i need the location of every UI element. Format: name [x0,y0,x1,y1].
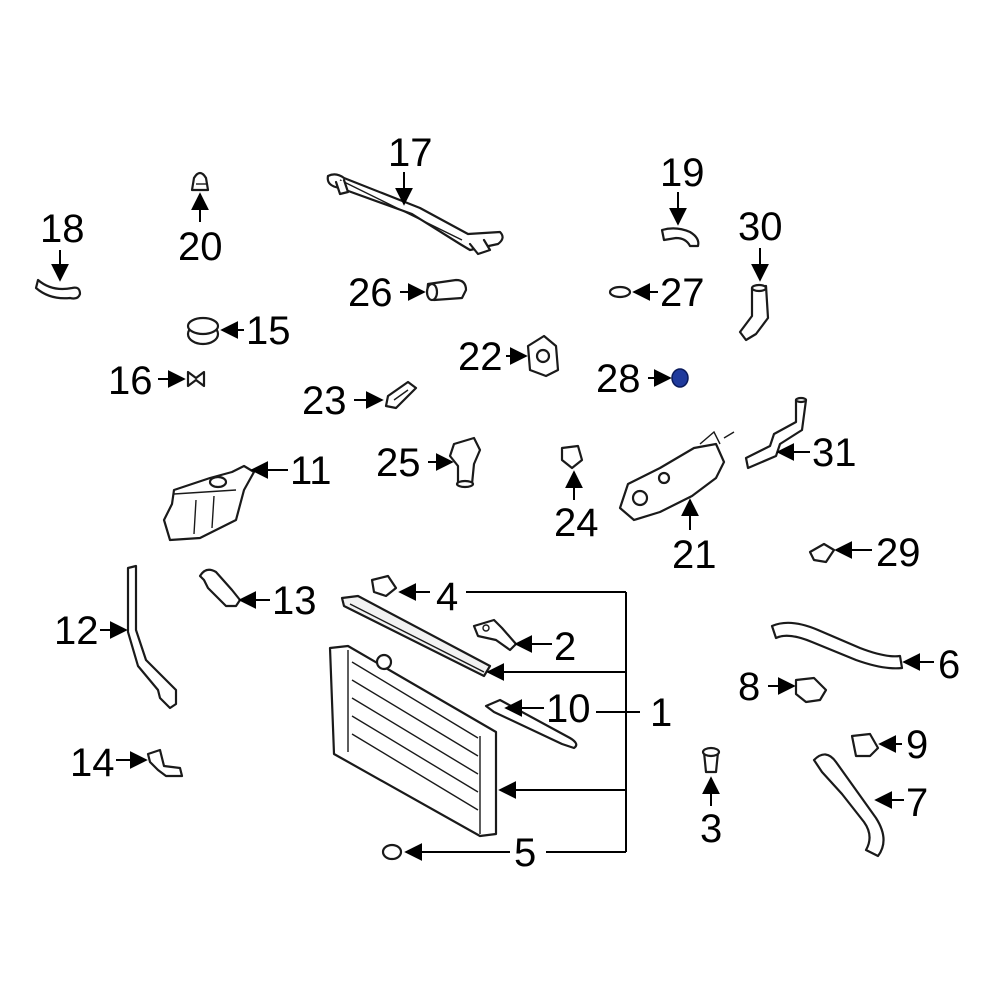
part-11-reservoir-tank[interactable] [162,464,256,542]
callout-14: 14 [70,741,115,785]
part-5-drain-plug[interactable] [381,843,403,861]
part-3-grommet[interactable] [701,746,721,774]
part-17-support-bar[interactable] [326,173,504,256]
callout-31: 31 [812,431,857,475]
part-13-hose[interactable] [198,568,242,608]
callout-28: 28 [596,357,641,401]
callout-12: 12 [54,609,99,653]
part-21-thermostat-housing[interactable] [618,430,735,522]
callout-4: 4 [436,575,458,619]
part-15-cap[interactable] [186,316,220,346]
callout-1: 1 [650,691,672,735]
part-12-overflow-tube[interactable] [126,564,178,710]
part-8-hose-clamp[interactable] [794,676,828,704]
part-30-elbow-pipe[interactable] [738,283,770,342]
part-23-bracket[interactable] [384,380,418,410]
part-6-upper-hose[interactable] [770,621,904,670]
callout-16: 16 [108,359,153,403]
callout-25: 25 [376,441,421,485]
callout-9: 9 [906,723,928,767]
part-4-seal[interactable] [370,574,398,598]
part-18-hose[interactable] [34,278,82,300]
part-22-gasket[interactable] [526,334,560,378]
callout-19: 19 [660,151,705,195]
assembly-1-bracket [466,591,640,853]
callout-29: 29 [876,531,921,575]
part-16-clamp[interactable] [186,370,206,388]
part-2-mount-bracket[interactable] [472,618,518,652]
callout-22: 22 [458,335,503,379]
callout-27: 27 [660,271,705,315]
callout-20: 20 [178,225,223,269]
callout-7: 7 [906,781,928,825]
callout-10: 10 [546,687,591,731]
part-7-lower-hose[interactable] [812,753,885,858]
callout-3: 3 [700,807,722,851]
callout-24: 24 [554,501,599,545]
callout-26: 26 [348,271,393,315]
part-31-water-pipe[interactable] [744,396,808,470]
callout-13: 13 [272,579,317,623]
callout-8: 8 [738,665,760,709]
callout-21: 21 [672,533,717,577]
callout-2: 2 [554,625,576,669]
part-28-o-ring-highlighted[interactable] [671,368,689,388]
callout-5: 5 [514,831,536,875]
part-27-o-ring[interactable] [608,285,632,299]
callout-30: 30 [738,205,783,249]
part-25-water-outlet[interactable] [448,436,482,489]
part-26-fitting[interactable] [425,278,468,302]
part-radiator-core[interactable] [328,644,498,838]
callout-6: 6 [938,643,960,687]
part-29-temp-sensor[interactable] [808,542,836,564]
part-20-clip[interactable] [190,171,210,192]
callout-17: 17 [388,131,433,175]
part-24-sensor[interactable] [560,444,584,470]
part-19-hose[interactable] [660,227,700,248]
callout-23: 23 [302,379,347,423]
callout-11: 11 [290,449,332,493]
callout-18: 18 [40,207,85,251]
part-9-hose-clamp[interactable] [850,732,880,758]
callout-15: 15 [246,309,291,353]
part-14-clip[interactable] [146,748,184,778]
